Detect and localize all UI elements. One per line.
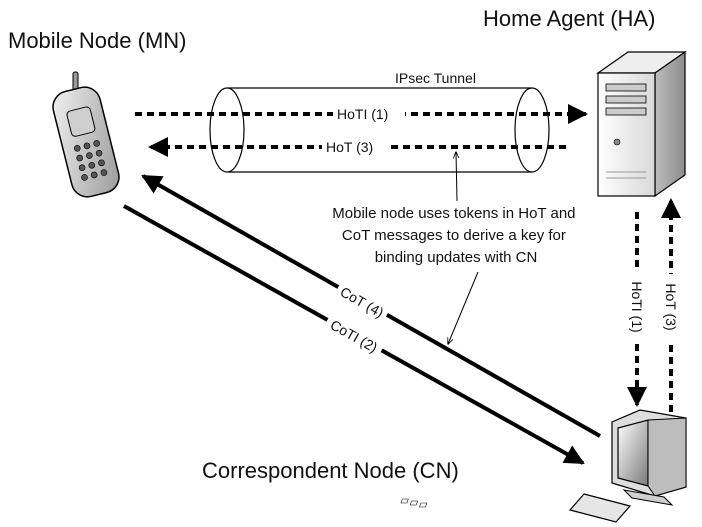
annotation-pointer-hot <box>456 152 457 202</box>
mobile-phone-icon <box>52 71 120 198</box>
annotation-line-2: CoT messages to derive a key for <box>342 227 566 244</box>
annotation-line-3: binding updates with CN <box>375 249 538 266</box>
annotation-pointer-cot <box>448 271 479 344</box>
home-agent-title: Home Agent (HA) <box>483 6 655 31</box>
hot-vertical-label: HoT (3) <box>663 283 679 330</box>
desktop-computer-icon <box>400 409 687 523</box>
server-tower-icon <box>596 50 687 198</box>
hoti-vertical-label: HoTI (1) <box>629 281 645 332</box>
annotation-line-1: Mobile node uses tokens in HoT and <box>332 205 575 222</box>
mobile-node-title: Mobile Node (MN) <box>8 28 187 53</box>
annotation-text: Mobile node uses tokens in HoT and CoT m… <box>332 205 579 266</box>
hoti-top-label: HoTI (1) <box>337 106 388 122</box>
ipsec-tunnel-label: IPsec Tunnel <box>395 70 476 86</box>
ipsec-tunnel <box>209 87 550 173</box>
correspondent-node-title: Correspondent Node (CN) <box>202 458 459 483</box>
hot-top-label: HoT (3) <box>326 139 373 155</box>
